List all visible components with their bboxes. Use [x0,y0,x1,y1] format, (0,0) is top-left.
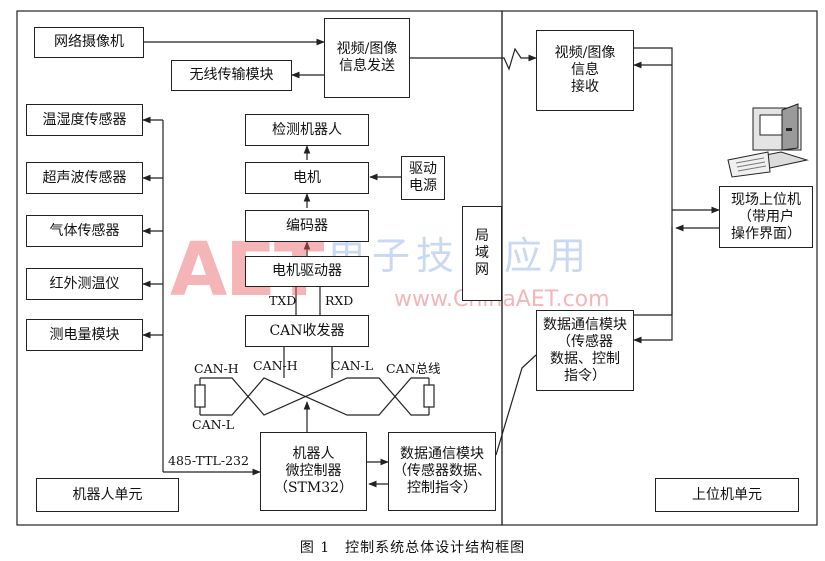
network-camera-box: 网络摄像机 [34,27,144,58]
drive-power-box: 驱动 电源 [401,156,445,200]
can-l-left-label: CAN-L [192,417,235,432]
rxd-label: RXD [325,293,354,308]
robot-unit-label-box: 机器人单元 [36,478,179,512]
can-bus-label: CAN总线 [386,361,441,376]
gas-sensor-box: 气体传感器 [26,215,143,247]
can-l-mid-label: CAN-L [331,358,374,373]
infrared-thermometer-box: 红外测温仪 [26,268,143,300]
motor-box: 电机 [245,162,369,194]
mcu-box: 机器人 微控制器 （STM32） [260,432,367,511]
can-h-mid-label: CAN-H [253,358,298,373]
can-transceiver-box: CAN收发器 [245,315,369,347]
host-unit-frame [501,10,818,526]
video-send-box: 视频/图像 信息发送 [324,18,410,98]
data-comm-robot-box: 数据通信模块 （传感器数据、 控制指令） [388,432,496,511]
data-comm-host-box: 数据通信模块 （传感器 数据、控制 指令） [536,310,634,391]
computer-icon [727,103,809,178]
video-receive-box: 视频/图像 信息 接收 [536,30,634,111]
serial-label: 485-TTL-232 [168,453,249,468]
power-meter-box: 测电量模块 [26,319,143,351]
host-pc-box: 现场上位机 （带用户 操作界面） [719,186,813,248]
ultrasonic-sensor-box: 超声波传感器 [26,162,143,194]
can-h-left-label: CAN-H [194,361,239,376]
detection-robot-box: 检测机器人 [245,114,369,146]
figure-caption: 图 1 控制系统总体设计结构框图 [299,540,526,556]
encoder-box: 编码器 [245,210,369,242]
host-unit-label-box: 上位机单元 [655,478,799,512]
temp-humidity-sensor-box: 温湿度传感器 [26,104,143,136]
wireless-module-box: 无线传输模块 [171,60,292,91]
lan-box: 局 域 网 [462,206,502,301]
watermark-chinese-title: 电子技术应用 [328,234,593,278]
txd-label: TXD [269,293,297,308]
motor-driver-box: 电机驱动器 [245,256,369,287]
